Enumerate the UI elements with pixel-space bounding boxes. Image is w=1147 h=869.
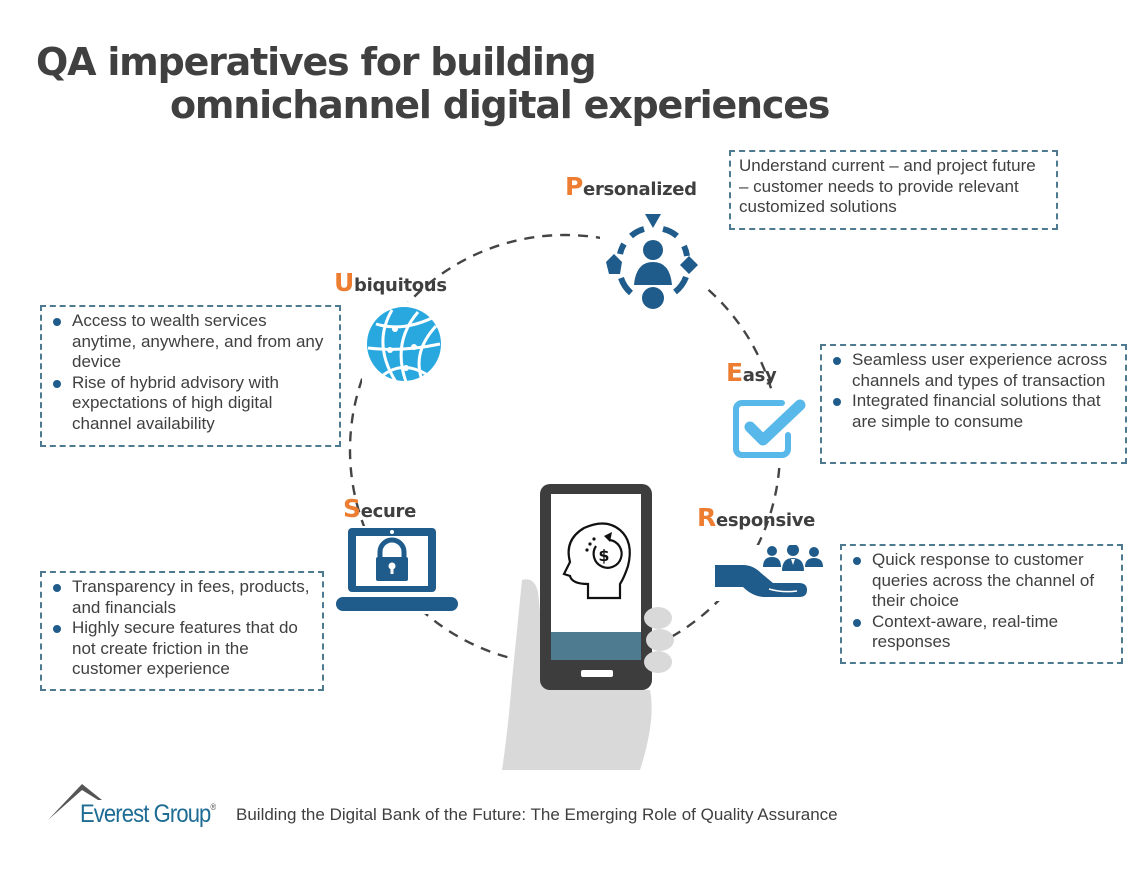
page-title-line-1: QA imperatives for building: [36, 40, 597, 84]
bullet-item: Access to wealth services anytime, anywh…: [50, 311, 331, 373]
description-box-ubiquitous: Access to wealth services anytime, anywh…: [40, 305, 341, 447]
pillar-initial: E: [726, 358, 743, 387]
pillar-label-personalized: Personalized: [565, 172, 697, 201]
description-box-responsive: Quick response to customer queries acros…: [840, 544, 1123, 664]
footer-caption: Building the Digital Bank of the Future:…: [236, 805, 838, 824]
bullet-item: Transparency in fees, products, and fina…: [50, 577, 314, 618]
description-box-secure: Transparency in fees, products, and fina…: [40, 571, 324, 691]
pillar-label-ubiquitous: Ubiquitous: [334, 268, 447, 297]
pillar-rest: esponsive: [715, 510, 816, 531]
pillar-label-responsive: Responsive: [697, 503, 815, 532]
description-text: Understand current – and project future …: [739, 156, 1036, 216]
person-target-icon: [600, 212, 706, 320]
bullet-list: Access to wealth services anytime, anywh…: [50, 311, 331, 434]
registered-mark: ®: [210, 802, 216, 812]
pillar-initial: S: [343, 494, 361, 523]
bullet-list: Seamless user experience across channels…: [830, 350, 1117, 432]
laptop-lock-icon: [334, 526, 460, 614]
pillar-rest: ersonalized: [583, 179, 697, 200]
pillar-rest: biquitous: [354, 275, 447, 296]
bullet-item: Seamless user experience across channels…: [830, 350, 1117, 391]
hand-with-people-icon: [713, 545, 831, 601]
bullet-item: Highly secure features that do not creat…: [50, 618, 314, 680]
bullet-item: Quick response to customer queries acros…: [850, 550, 1113, 612]
globe-network-icon: [362, 302, 446, 386]
bullet-list: Quick response to customer queries acros…: [850, 550, 1113, 653]
pillar-rest: asy: [742, 365, 777, 386]
footer-brand: Everest Group®: [80, 800, 216, 829]
bullet-list: Transparency in fees, products, and fina…: [50, 577, 314, 680]
page-title-line-2: omnichannel digital experiences: [170, 83, 830, 127]
pillar-initial: R: [697, 503, 716, 532]
pillar-initial: U: [334, 268, 355, 297]
mountain-peak-icon: [48, 784, 102, 820]
pillar-initial: P: [565, 172, 584, 201]
brand-name: Everest Group: [80, 800, 211, 828]
description-box-personalized: Understand current – and project future …: [729, 150, 1058, 230]
bullet-item: Integrated financial solutions that are …: [830, 391, 1117, 432]
bullet-item: Rise of hybrid advisory with expectation…: [50, 373, 331, 435]
checkbox-checked-icon: [730, 395, 806, 461]
svg-text:$: $: [598, 546, 609, 565]
pillar-label-easy: Easy: [726, 358, 777, 387]
pillar-label-secure: Secure: [343, 494, 416, 523]
smartphone-in-hand-icon: $: [502, 484, 674, 770]
bullet-item: Context-aware, real-time responses: [850, 612, 1113, 653]
description-box-easy: Seamless user experience across channels…: [820, 344, 1127, 464]
pillar-rest: ecure: [360, 501, 417, 522]
